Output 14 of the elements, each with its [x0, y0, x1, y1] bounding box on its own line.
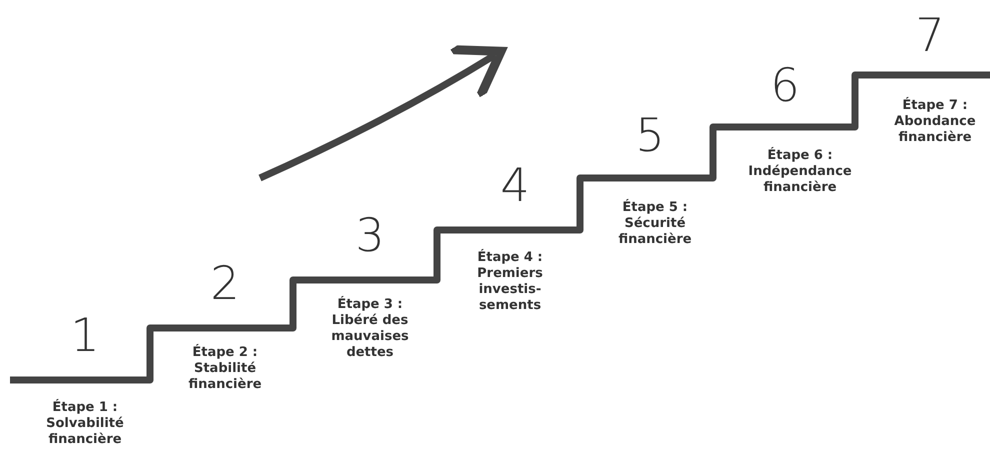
- step-number: 6: [769, 60, 801, 110]
- step-number: 5: [634, 110, 666, 160]
- step-number: 3: [354, 210, 386, 260]
- step-label: Étape 2 : Stabilité financière: [187, 345, 263, 393]
- step-label: Étape 5 : Sécurité financière: [617, 200, 693, 248]
- step-number: 7: [914, 10, 946, 60]
- step-number: 4: [499, 160, 531, 210]
- step-number: 1: [69, 310, 101, 360]
- step-label: Étape 3 : Libéré des mauvaises dettes: [330, 297, 410, 361]
- step-label: Étape 1 : Solvabilité financière: [45, 400, 125, 448]
- step-label: Étape 6 : Indépendance financière: [748, 148, 852, 196]
- step-label: Étape 4 : Premiers investis- sements: [476, 250, 544, 314]
- step-label: Étape 7 : Abondance financière: [893, 98, 977, 146]
- step-number: 2: [209, 258, 241, 308]
